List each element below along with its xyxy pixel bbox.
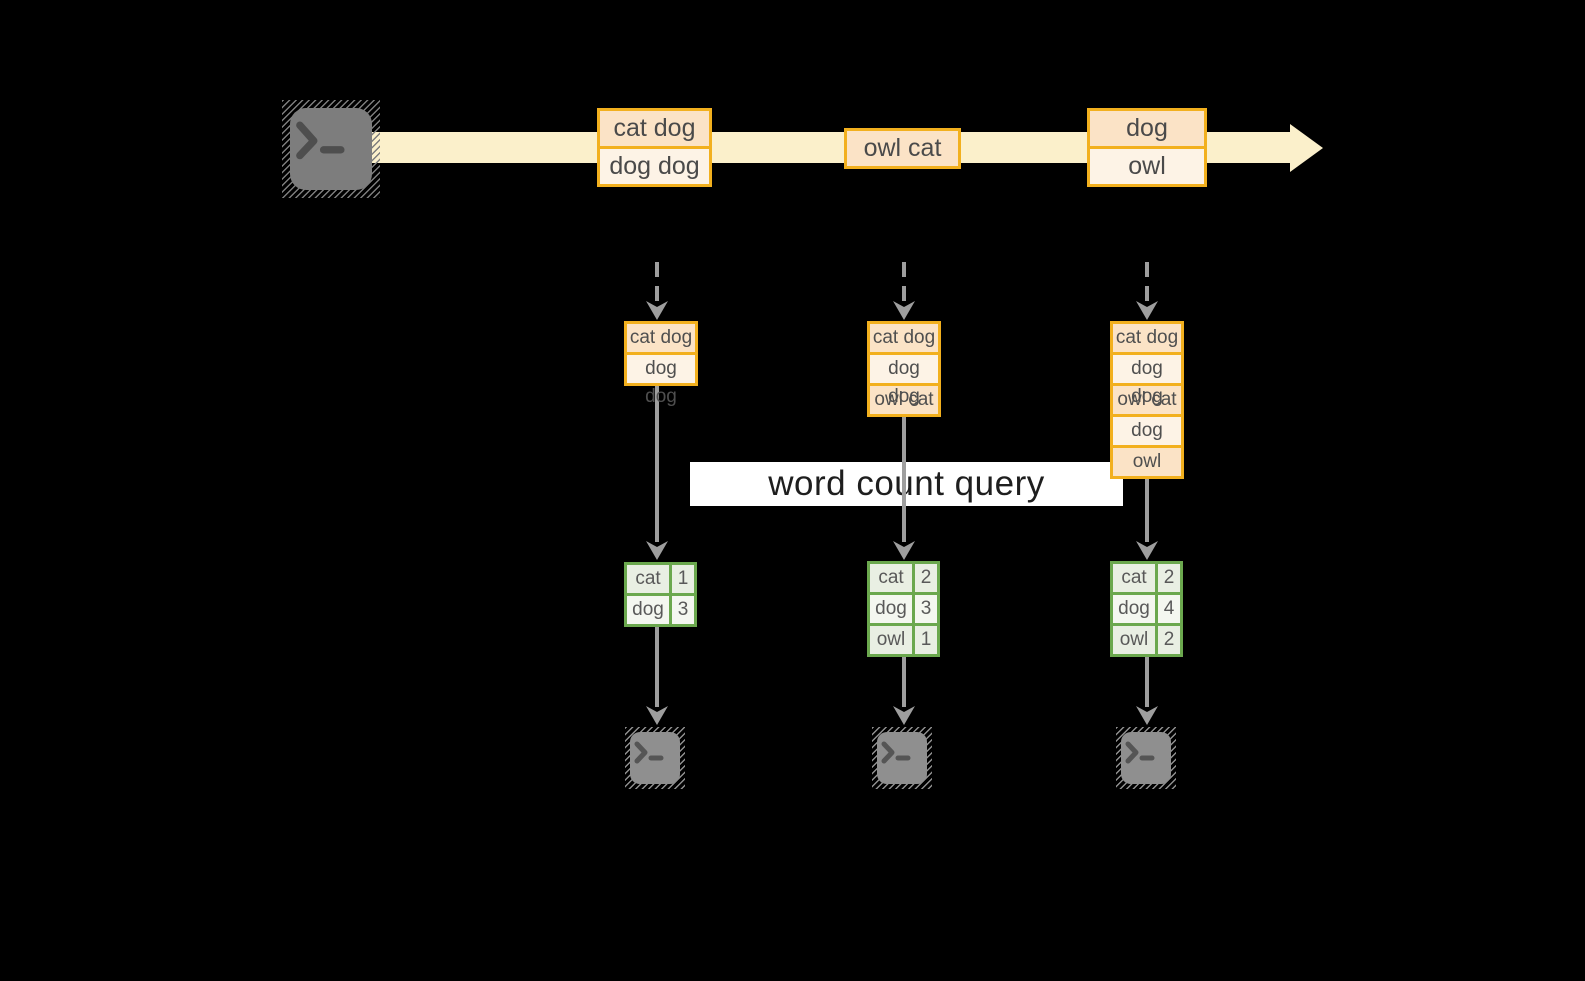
count-cell: 3 — [672, 596, 694, 624]
count-table-3: cat 2 dog 4 owl 2 — [1110, 561, 1183, 657]
stack-record: cat dog — [627, 324, 695, 352]
word-cell: dog — [870, 595, 912, 623]
stack-record: dog — [1113, 414, 1181, 445]
source-terminal-icon — [282, 100, 380, 198]
word-cell: cat — [627, 565, 669, 593]
sink-arrow-col3-head — [1136, 706, 1158, 725]
query-arrow-col2-head — [893, 541, 915, 560]
stack-record: dog dog — [1113, 352, 1181, 407]
count-cell: 2 — [915, 564, 937, 592]
stream-record: dog — [1090, 111, 1204, 146]
stack-record: owl cat — [870, 383, 938, 414]
stack-record: dog dog — [870, 352, 938, 407]
stream-record: cat dog — [600, 111, 709, 146]
sink-terminal-icon-2 — [872, 727, 932, 789]
word-cell: dog — [627, 596, 669, 624]
count-table-1: cat 1 dog 3 — [624, 562, 697, 627]
stream-record: owl — [1090, 146, 1204, 184]
sink-terminal-icon-1 — [625, 727, 685, 789]
terminal-icon-body — [877, 732, 927, 784]
sink-terminal-icon-3 — [1116, 727, 1176, 789]
stream-arrow-head — [1290, 124, 1323, 172]
input-stack-3: cat dog dog dog owl cat dog owl — [1110, 321, 1184, 479]
query-label: word count query — [768, 464, 1045, 503]
stack-record: owl cat — [1113, 383, 1181, 414]
stack-record: dog dog — [627, 352, 695, 407]
stack-record: cat dog — [1113, 324, 1181, 352]
query-arrow-col3-head — [1136, 541, 1158, 560]
stream-record: dog dog — [600, 146, 709, 184]
count-cell: 2 — [1158, 626, 1180, 654]
terminal-prompt-glyph — [634, 741, 664, 764]
word-cell: cat — [1113, 564, 1155, 592]
query-arrow-col1-head — [646, 541, 668, 560]
count-cell: 2 — [1158, 564, 1180, 592]
word-cell: owl — [870, 626, 912, 654]
count-cell: 3 — [915, 595, 937, 623]
input-stack-2: cat dog dog dog owl cat — [867, 321, 941, 417]
terminal-icon-body — [630, 732, 680, 784]
stream-record-box-2: owl cat — [844, 128, 961, 169]
terminal-prompt-glyph — [1125, 741, 1155, 764]
count-cell: 1 — [672, 565, 694, 593]
word-cell: dog — [1113, 595, 1155, 623]
count-cell: 1 — [915, 626, 937, 654]
terminal-prompt-glyph — [296, 121, 345, 160]
word-cell: cat — [870, 564, 912, 592]
input-stack-1: cat dog dog dog — [624, 321, 698, 407]
stream-record-box-1: cat dog dog dog — [597, 108, 712, 187]
word-cell: owl — [1113, 626, 1155, 654]
stream-record-box-3: dog owl — [1087, 108, 1207, 187]
count-table-2: cat 2 dog 3 owl 1 — [867, 561, 940, 657]
stack-record: owl — [1113, 445, 1181, 476]
sink-arrow-col2-head — [893, 706, 915, 725]
dashed-arrow-col2-head — [893, 301, 915, 320]
terminal-icon-body — [1121, 732, 1171, 784]
count-cell: 4 — [1158, 595, 1180, 623]
terminal-icon-body — [290, 108, 372, 190]
sink-arrow-col1-head — [646, 706, 668, 725]
dashed-arrow-col3-head — [1136, 301, 1158, 320]
dashed-arrow-col1-head — [646, 301, 668, 320]
terminal-prompt-glyph — [881, 741, 911, 764]
stack-record: cat dog — [870, 324, 938, 352]
query-label-band: word count query — [690, 462, 1123, 506]
stream-record: owl cat — [847, 131, 958, 166]
